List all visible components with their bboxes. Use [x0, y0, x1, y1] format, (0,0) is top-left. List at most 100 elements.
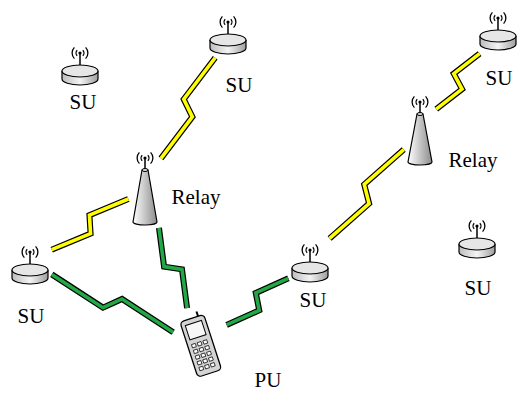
- device-label: PU: [255, 370, 282, 391]
- device-label: SU: [486, 68, 513, 89]
- radio-wave: [231, 19, 232, 25]
- tower-top: [142, 169, 148, 172]
- radio-wave: [316, 244, 318, 255]
- device-label: Relay: [172, 187, 221, 208]
- su-device: SU: [478, 8, 518, 52]
- radio-wave: [469, 220, 471, 231]
- radio-wave: [313, 247, 314, 253]
- device-icon: [10, 242, 50, 286]
- tower: [133, 170, 157, 225]
- device-top: [480, 30, 516, 42]
- tower: [408, 114, 432, 165]
- radio-link: [227, 278, 289, 325]
- phone-key: [205, 364, 210, 369]
- radio-wave: [423, 99, 424, 105]
- device-icon: [208, 12, 248, 56]
- device-label: SU: [18, 306, 45, 327]
- radio-wave: [306, 247, 307, 253]
- radio-wave: [302, 244, 304, 255]
- device-icon: [480, 12, 516, 50]
- radio-wave: [83, 50, 84, 56]
- device-label: SU: [465, 276, 492, 300]
- phone-body: [180, 314, 222, 377]
- radio-link: [330, 150, 404, 239]
- radio-wave: [412, 96, 414, 107]
- link-bolt: [159, 228, 187, 308]
- radio-wave: [426, 96, 428, 107]
- phone-screen: [185, 320, 206, 340]
- radio-wave: [86, 47, 88, 58]
- radio-wave: [416, 99, 417, 105]
- radio-wave: [36, 246, 38, 257]
- link-bolt: [227, 278, 289, 325]
- device-icon: [12, 246, 48, 284]
- phone-key: [191, 343, 196, 348]
- phone-key: [207, 351, 212, 356]
- radio-wave: [480, 223, 481, 229]
- radio-wave: [494, 15, 495, 21]
- device-icon: [175, 310, 225, 380]
- device-top: [459, 238, 495, 250]
- device-icon: [178, 310, 221, 378]
- device-top: [292, 262, 328, 274]
- device-icon: [62, 47, 98, 85]
- device-label: SU: [465, 278, 492, 299]
- link-bolt: [52, 199, 129, 250]
- phone-key: [197, 342, 202, 347]
- phone-key: [199, 347, 204, 352]
- phone-key: [203, 340, 208, 345]
- phone-key: [201, 353, 206, 358]
- radio-wave: [141, 155, 142, 161]
- device-label: SU: [70, 90, 97, 114]
- device-icon: [459, 220, 495, 258]
- device-label: SU: [300, 290, 327, 311]
- phone-key: [195, 355, 200, 360]
- link-outline: [161, 58, 215, 159]
- su-device: SU: [60, 43, 100, 87]
- device-label: Relay: [449, 150, 498, 171]
- radio-link: [436, 54, 479, 110]
- device-top: [12, 264, 48, 276]
- link-outline: [227, 278, 289, 325]
- relay-device: Relay: [405, 94, 435, 166]
- tower-top: [417, 113, 423, 116]
- radio-wave: [504, 12, 506, 23]
- relay-device: Relay: [130, 150, 160, 226]
- radio-wave: [76, 50, 77, 56]
- device-icon: [60, 43, 100, 87]
- device-label: SU: [226, 73, 253, 97]
- phone-key: [205, 345, 210, 350]
- radio-wave: [234, 16, 236, 27]
- radio-wave: [501, 15, 502, 21]
- device-label: SU: [486, 66, 513, 90]
- radio-wave: [483, 220, 485, 231]
- device-icon: [478, 8, 518, 52]
- link-bolt: [52, 274, 173, 332]
- link-outline: [159, 228, 187, 308]
- phone-key: [208, 357, 213, 362]
- phone-key: [197, 361, 202, 366]
- device-icon: [133, 152, 157, 225]
- device-icon: [210, 16, 246, 54]
- device-label: SU: [18, 304, 45, 328]
- radio-link: [161, 58, 215, 159]
- radio-wave: [26, 249, 27, 255]
- phone-key: [193, 349, 198, 354]
- phone-key: [199, 366, 204, 371]
- device-icon: [130, 150, 160, 226]
- phone-key: [203, 359, 208, 364]
- device-top: [210, 34, 246, 46]
- link-bolt: [330, 150, 404, 239]
- device-top: [62, 65, 98, 77]
- device-label: PU: [255, 368, 282, 392]
- su-device: SU: [457, 216, 497, 260]
- phone-key: [210, 363, 215, 368]
- radio-link: [52, 199, 129, 250]
- device-label: Relay: [449, 148, 498, 172]
- radio-wave: [151, 152, 153, 163]
- su-device: SU: [290, 240, 330, 284]
- radio-wave: [148, 155, 149, 161]
- su-device: SU: [10, 242, 50, 286]
